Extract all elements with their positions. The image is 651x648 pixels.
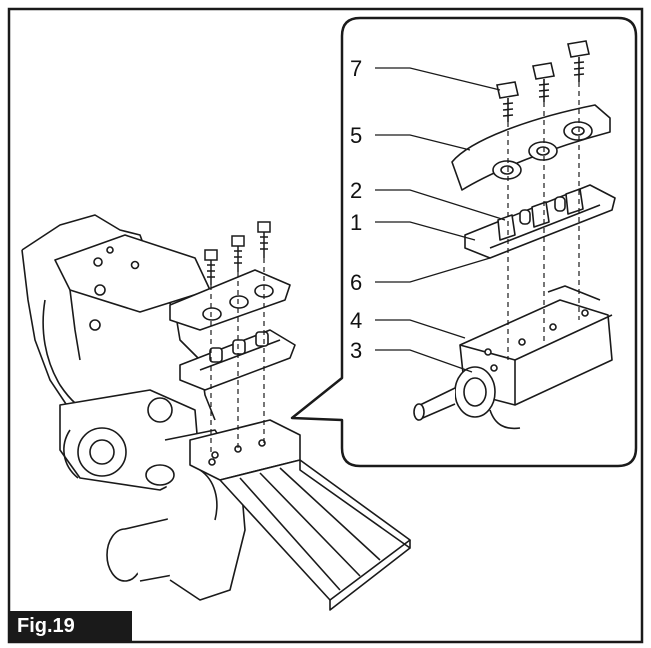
left-bolts xyxy=(204,221,271,285)
callout-7: 7 xyxy=(350,56,362,81)
callout-2: 2 xyxy=(350,178,362,203)
callout-leaders xyxy=(375,67,506,373)
figure-label: Fig.19 xyxy=(9,611,132,642)
part-7-bolts xyxy=(496,40,590,122)
left-dashed-guides xyxy=(210,258,265,455)
part-3-4-slide-block xyxy=(413,285,613,430)
left-carrier-block xyxy=(189,419,411,611)
callout-6: 6 xyxy=(350,270,362,295)
callout-5: 5 xyxy=(350,123,362,148)
detail-dashed-guides xyxy=(507,82,580,360)
callout-1: 1 xyxy=(350,210,362,235)
callout-4: 4 xyxy=(350,308,362,333)
callout-3: 3 xyxy=(350,338,362,363)
part-5-clamp-plate xyxy=(451,104,611,191)
part-1-2-6-clip-plate xyxy=(464,184,616,259)
left-clip-plate xyxy=(179,329,296,391)
